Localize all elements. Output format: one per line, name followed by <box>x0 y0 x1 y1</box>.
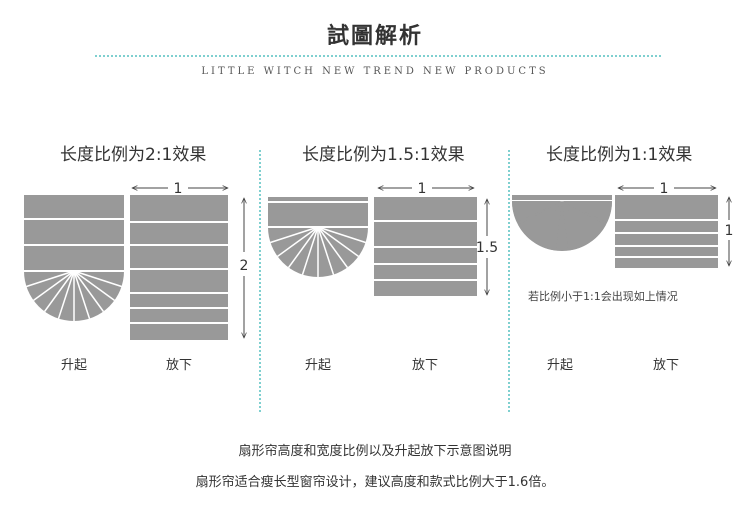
panel-2-width-label: 1 <box>418 181 427 197</box>
panel-3-lowered-shade <box>615 195 718 268</box>
panel-1-width-label: 1 <box>174 181 183 197</box>
caption-line-2: 扇形帘适合瘦长型窗帘设计，建议高度和款式比例大于1.6倍。 <box>195 475 555 490</box>
panel-3-up-label: 升起 <box>546 358 574 373</box>
panel-3-heading: 长度比例为1:1效果 <box>546 145 693 165</box>
panel-1-lowered-shade <box>130 195 228 340</box>
panel-1-up-label: 升起 <box>60 358 88 373</box>
panel-2-up-label: 升起 <box>304 358 332 373</box>
panel-separator-1 <box>259 150 261 412</box>
page-title: 試圖解析 <box>326 24 423 49</box>
page-subtitle: LITTLE WITCH NEW TREND NEW PRODUCTS <box>201 66 549 77</box>
panel-2-raised-shade <box>268 197 368 277</box>
panel-3-note: 若比例小于1:1会出现如上情况 <box>528 290 678 303</box>
panel-1-raised-shade <box>24 195 124 321</box>
panel-3-raised-shade <box>512 195 612 251</box>
panel-1-height-label: 2 <box>240 258 249 274</box>
panel-2-height-label: 1.5 <box>476 240 498 256</box>
panel-3-width-label: 1 <box>660 181 669 197</box>
panel-1-heading: 长度比例为2:1效果 <box>60 145 207 165</box>
panel-3-height-label: 1 <box>725 223 734 239</box>
panel-2-lowered-shade <box>374 197 477 296</box>
caption-line-1: 扇形帘高度和宽度比例以及升起放下示意图说明 <box>238 444 512 459</box>
panel-1-down-label: 放下 <box>165 358 193 373</box>
panel-3-down-label: 放下 <box>652 358 680 373</box>
panel-separator-2 <box>508 150 510 412</box>
panel-2-heading: 长度比例为1.5:1效果 <box>302 145 465 165</box>
panel-2-down-label: 放下 <box>411 358 439 373</box>
title-divider <box>95 55 661 57</box>
